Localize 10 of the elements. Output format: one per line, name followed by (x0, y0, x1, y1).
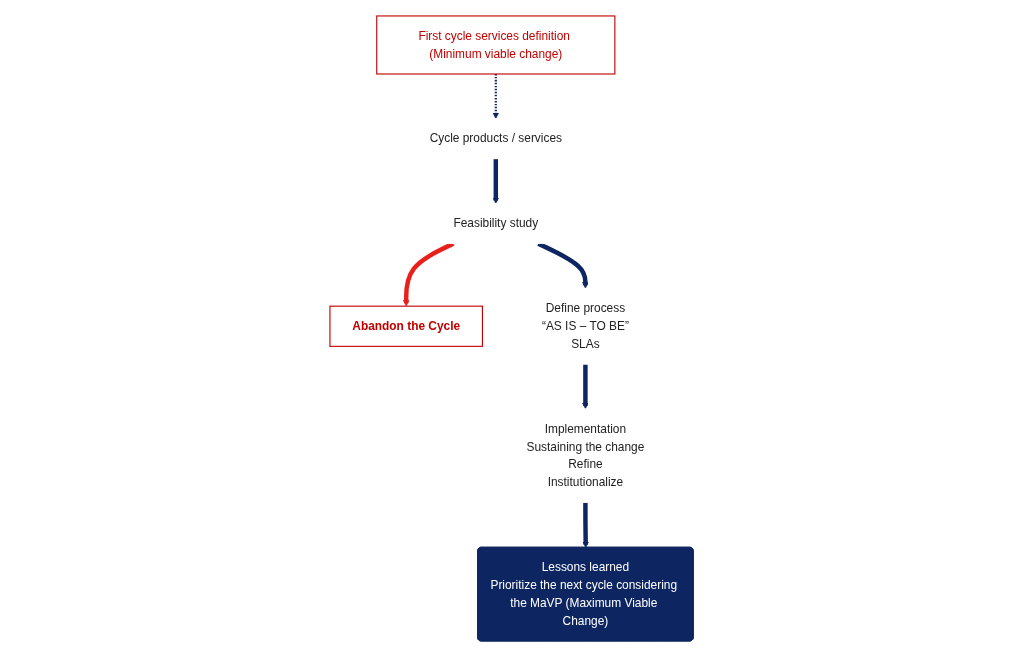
node-box: First cycle services definition (Minimum viable change) (376, 15, 616, 75)
node-text: Cycle products / services (429, 132, 562, 145)
node-text: Feasibility study (453, 216, 539, 230)
arrow (492, 158, 499, 204)
node-text: Define process “AS IS – TO BE” SLAs (541, 301, 629, 351)
arrow (582, 364, 589, 410)
arrow (582, 502, 589, 548)
node-box: Abandon the Cycle (329, 305, 483, 347)
node-text: Implementation Sustaining the change Refine Institutionalize (526, 422, 645, 489)
arrow (492, 74, 499, 119)
